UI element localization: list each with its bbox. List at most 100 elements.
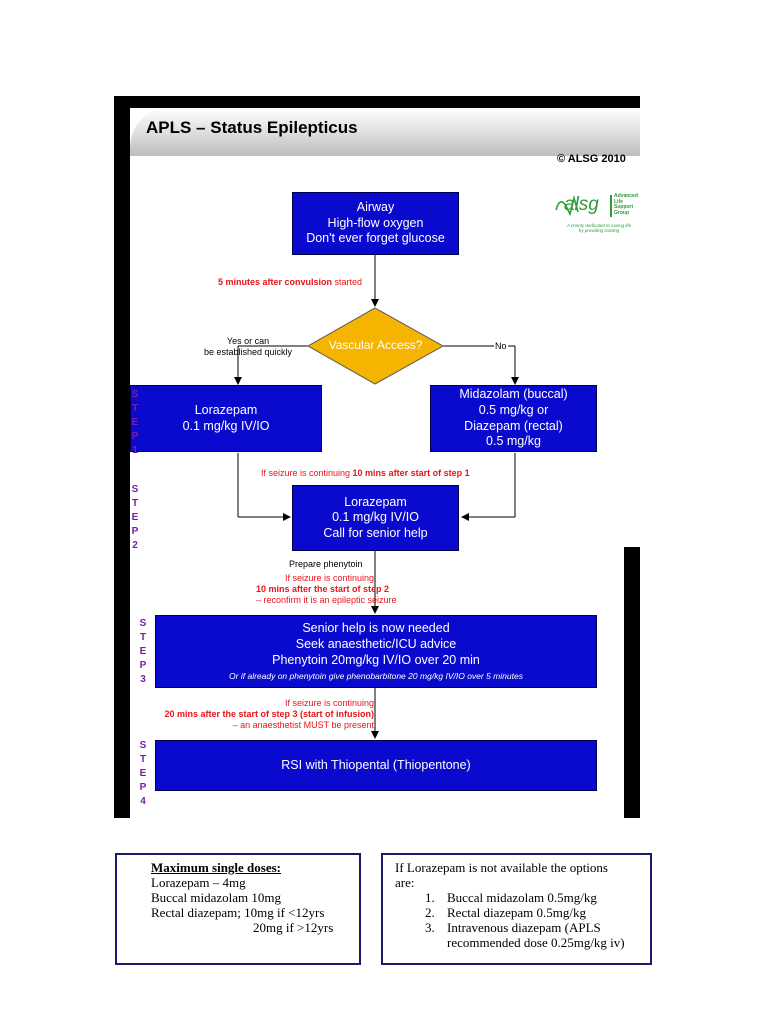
senior-help-box: Senior help is now needed Seek anaesthet…	[155, 615, 597, 688]
alternatives-list: 1. Buccal midazolam 0.5mg/kg 2. Rectal dia…	[395, 890, 650, 950]
decision-diamond	[306, 307, 445, 385]
ten-minute-note-pre: If seizure is continuing	[261, 468, 353, 478]
ten-minute-note: If seizure is continuing 10 mins after s…	[261, 468, 470, 479]
senior-line: Seek anaesthetic/ICU advice	[295, 636, 457, 651]
ten-minute-note-bold: 10 mins after start of step 1	[352, 468, 470, 478]
step-letter: 1	[132, 445, 138, 456]
senior-line: Senior help is now needed	[302, 621, 450, 636]
logo-tagline: A charity dedicated to saving life by pr…	[554, 223, 644, 233]
five-minute-note-rest: started	[332, 277, 363, 287]
step-letter: P	[139, 782, 147, 793]
alternative-text: Rectal diazepam 0.5mg/kg	[447, 905, 586, 920]
max-dose-line: Buccal midazolam 10mg	[151, 890, 281, 905]
midazolam-line: Diazepam (rectal)	[464, 418, 563, 433]
step-letter: 4	[140, 796, 146, 807]
alsg-logo: alsg Advanced Life Support Group A chari…	[554, 192, 644, 236]
logo-wordmark: alsg	[564, 194, 599, 215]
logo-side-line: Advanced	[614, 193, 638, 199]
alternative-number: 2.	[425, 905, 435, 920]
senior-line: Phenytoin 20mg/kg IV/IO over 20 min	[272, 652, 480, 667]
max-dose-line: Rectal diazepam; 10mg if <12yrs	[151, 905, 325, 920]
step-letter: S	[139, 618, 147, 629]
five-minute-note: 5 minutes after convulsion started	[218, 277, 362, 288]
step2-note-line: – reconfirm it is an epileptic seizure	[256, 594, 397, 605]
step-letter: E	[139, 646, 147, 657]
alternative-item: 1. Buccal midazolam 0.5mg/kg	[425, 890, 650, 905]
step-4-label: S T E P 4	[136, 739, 150, 809]
max-dose-line: 20mg if >12yrs	[253, 920, 334, 935]
lorazepam1-line: 0.1 mg/kg IV/IO	[182, 418, 270, 433]
lorazepam2-line: 0.1 mg/kg IV/IO	[332, 510, 419, 525]
step-letter: T	[139, 754, 147, 765]
step-letter: S	[139, 740, 147, 751]
airway-box: Airway High-flow oxygen Don't ever forge…	[292, 192, 459, 255]
lorazepam-step1-box: Lorazepam 0.1 mg/kg IV/IO	[130, 385, 322, 452]
step-letter: T	[131, 498, 139, 509]
midazolam-box: Midazolam (buccal) 0.5 mg/kg or Diazepam…	[430, 385, 597, 452]
max-dose-line: Lorazepam – 4mg	[151, 875, 246, 890]
rsi-line: RSI with Thiopental (Thiopentone)	[281, 757, 471, 772]
header-bar	[130, 108, 640, 156]
max-doses-box: Maximum single doses: Lorazepam – 4mg Bu…	[115, 853, 361, 965]
step3-note-line: – an anaesthetist MUST be present	[232, 719, 374, 730]
airway-line: Airway	[356, 200, 395, 215]
senior-italic-line: Or if already on phenytoin give phenobar…	[229, 671, 523, 682]
step-1-label: S T E P 1	[128, 388, 142, 458]
no-label: No	[494, 341, 508, 352]
airway-line: High-flow oxygen	[327, 215, 424, 230]
step2-continuing-note: If seizure is continuing 10 mins after t…	[256, 573, 397, 605]
alternative-item: 3. Intravenous diazepam (APLS	[425, 920, 650, 935]
logo-side-line: Support	[614, 204, 634, 210]
logo-side-line: Life	[614, 198, 623, 205]
max-doses-heading: Maximum single doses:	[151, 860, 281, 875]
step3-note-line: If seizure is continuing	[284, 698, 374, 708]
lorazepam-step2-box: Lorazepam 0.1 mg/kg IV/IO Call for senio…	[292, 485, 459, 551]
lorazepam-alternatives-box: If Lorazepam is not available the option…	[381, 853, 652, 965]
step3-continuing-note: If seizure is continuing 20 mins after t…	[140, 698, 374, 730]
step-2-label: S T E P 2	[128, 483, 142, 553]
yes-label: Yes or can be established quickly	[204, 336, 292, 358]
alsg-logo-icon	[555, 194, 579, 217]
step-letter: P	[131, 431, 139, 442]
lorazepam1-line: Lorazepam	[194, 402, 258, 417]
alternatives-intro-line: are:	[395, 875, 415, 890]
frame-right-border-bottom	[624, 547, 640, 818]
step-letter: S	[131, 389, 139, 400]
logo-tagline-line: by providing training	[578, 228, 620, 233]
step-letter: E	[131, 417, 139, 428]
prepare-phenytoin: Prepare phenytoin	[289, 559, 363, 569]
step3-note-line: 20 mins after the start of step 3 (start…	[164, 708, 374, 719]
alternative-number: 3.	[425, 920, 435, 935]
airway-line: Don't ever forget glucose	[306, 231, 445, 246]
logo-divider	[610, 195, 612, 217]
alternative-text: Intravenous diazepam (APLS	[447, 920, 601, 935]
lorazepam2-line: Lorazepam	[344, 494, 407, 509]
five-minute-note-bold: 5 minutes after convulsion	[218, 277, 333, 287]
step2-note-line: 10 mins after the start of step 2	[256, 583, 390, 594]
step-letter: E	[131, 512, 139, 523]
step-letter: S	[131, 484, 139, 495]
alternative-number: 1.	[425, 890, 435, 905]
step-letter: P	[131, 526, 139, 537]
step-letter: 3	[140, 674, 146, 685]
step-letter: T	[139, 632, 147, 643]
step2-note-line: If seizure is continuing	[284, 573, 374, 583]
logo-side-line: Group	[614, 209, 629, 216]
rsi-box: RSI with Thiopental (Thiopentone)	[155, 740, 597, 791]
page-title: APLS – Status Epilepticus	[146, 118, 358, 137]
midazolam-line: 0.5 mg/kg	[486, 434, 541, 449]
step-3-label: S T E P 3	[136, 617, 150, 687]
alternative-text: Buccal midazolam 0.5mg/kg	[447, 890, 597, 905]
copyright: © ALSG 2010	[557, 153, 626, 165]
lorazepam2-line: Call for senior help	[323, 525, 428, 540]
midazolam-line: 0.5 mg/kg or	[478, 402, 549, 417]
step-letter: 2	[132, 540, 138, 551]
step-letter: P	[139, 660, 147, 671]
decision-label: Vascular Access?	[328, 338, 423, 352]
alternatives-intro-line: If Lorazepam is not available the option…	[395, 860, 608, 875]
logo-tagline-line: A charity dedicated to saving life	[566, 223, 632, 228]
alternative-text-continued: recommended dose 0.25mg/kg iv)	[447, 935, 625, 950]
yes-label-line: Yes or can	[226, 336, 270, 346]
midazolam-line: Midazolam (buccal)	[459, 387, 568, 402]
